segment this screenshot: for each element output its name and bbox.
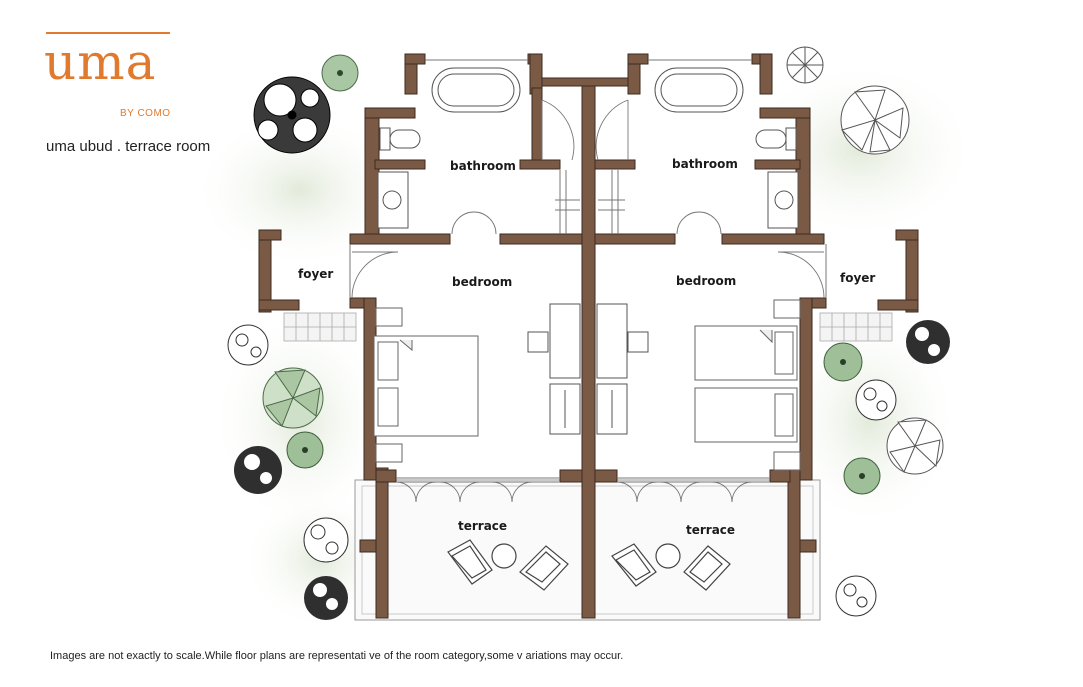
toilet-left	[379, 127, 421, 151]
bed-left	[373, 307, 479, 463]
shrub-left-low	[303, 517, 349, 563]
sink-left	[377, 171, 409, 229]
plan-title: uma ubud . terrace room	[46, 138, 211, 155]
plant-green-right	[823, 342, 863, 382]
room-label-bathroom-right: bathroom	[672, 157, 738, 171]
palm-green-left	[262, 367, 324, 429]
sink-right	[767, 171, 799, 229]
room-label-foyer-left: foyer	[298, 267, 333, 281]
room-label-foyer-right: foyer	[840, 271, 875, 285]
shrub-right-low	[835, 575, 877, 617]
brand-rule	[46, 32, 170, 34]
palm-right-mid	[886, 417, 944, 475]
beds-right	[694, 299, 801, 471]
tree-dark-left	[234, 446, 282, 494]
disclaimer-text: Images are not exactly to scale.While fl…	[50, 650, 624, 662]
shrub-right-mid	[855, 379, 897, 421]
bathtub-left	[431, 67, 521, 113]
brand-logo: uma BY COMO	[44, 30, 184, 120]
foyer-step-right	[819, 312, 893, 342]
room-label-terrace-left: terrace	[458, 519, 507, 533]
room-label-bedroom-right: bedroom	[676, 274, 736, 288]
plant-green-top	[321, 54, 359, 92]
glazing	[349, 59, 827, 483]
room-label-terrace-right: terrace	[686, 523, 735, 537]
terrace-furniture-right	[611, 543, 731, 591]
tree-dark-topleft	[253, 76, 331, 154]
brand-subtitle: BY COMO	[120, 108, 171, 119]
foyer-step-left	[283, 312, 357, 342]
door-swings	[351, 99, 825, 503]
room-label-bedroom-left: bedroom	[452, 275, 512, 289]
toilet-right	[755, 127, 797, 151]
shrub-left-mid	[227, 324, 269, 366]
brand-wordmark: uma	[44, 33, 157, 91]
desk-chairs	[527, 303, 649, 435]
plant-green-right-low	[843, 457, 881, 495]
palm-right-top	[840, 85, 910, 155]
plant-green-left	[286, 431, 324, 469]
terrace-furniture-left	[447, 539, 569, 591]
tree-dark-bottomleft	[304, 576, 348, 620]
walls	[258, 53, 919, 619]
tree-dark-right	[906, 320, 950, 364]
room-label-bathroom-left: bathroom	[450, 159, 516, 173]
plant-star-top	[786, 46, 824, 84]
bathtub-right	[654, 67, 744, 113]
